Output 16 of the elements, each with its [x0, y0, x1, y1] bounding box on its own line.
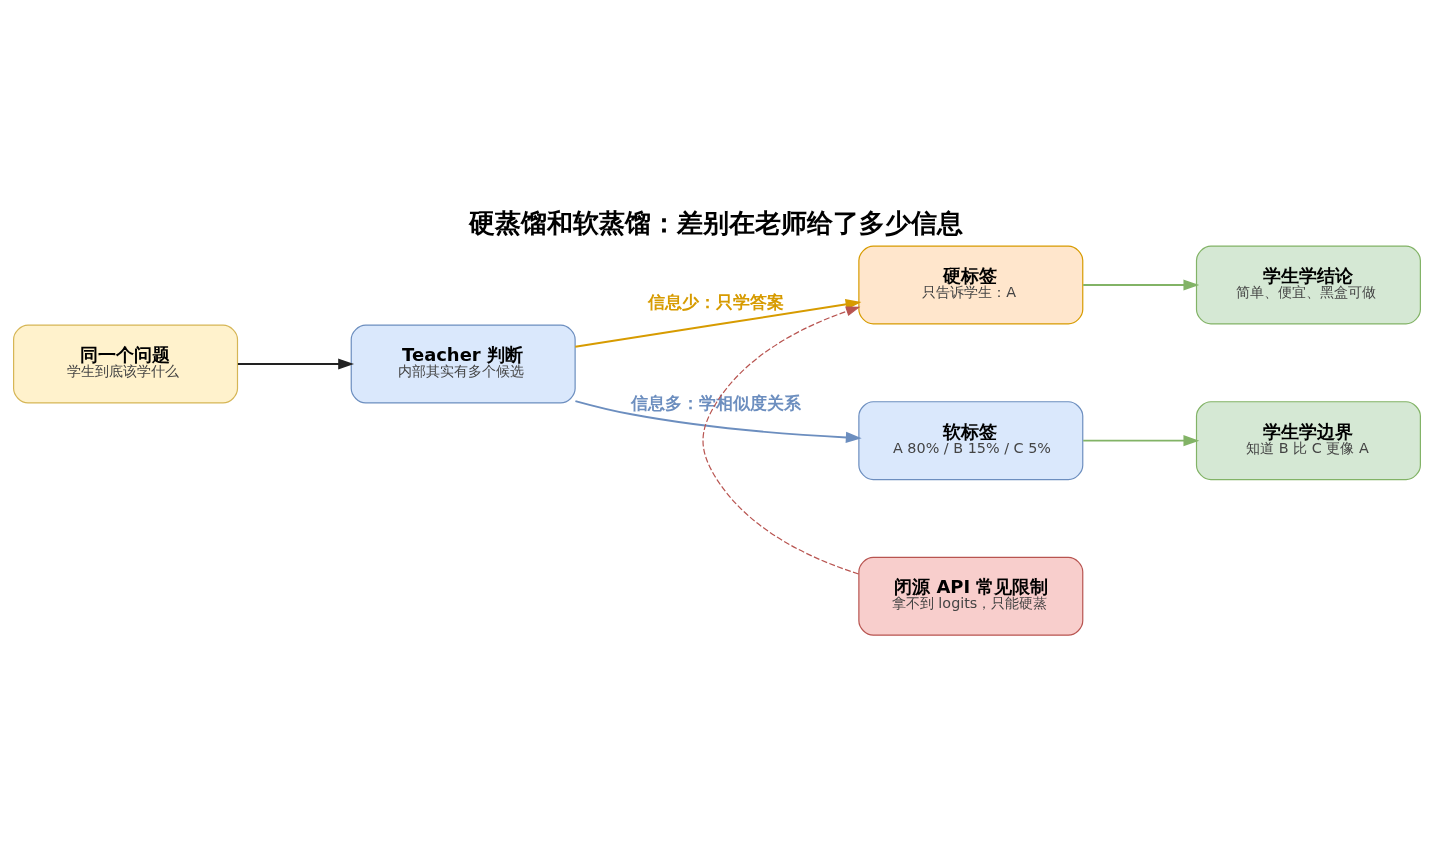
node-box: 同一个问题 学生到底该学什么	[13, 324, 239, 404]
arrow	[574, 298, 862, 348]
edge-label: 信息多：学相似度关系	[631, 392, 802, 413]
node-box: 软标签 A 80% / B 15% / C 5%	[858, 400, 1084, 480]
edge-label: 信息少：只学答案	[648, 291, 785, 312]
arrow	[236, 358, 355, 370]
node-box: 学生学结论 简单、便宜、黑盒可做	[1195, 245, 1421, 325]
diagram-title: 硬蒸馏和软蒸馏：差别在老师给了多少信息	[469, 207, 964, 238]
arrow	[702, 306, 861, 575]
node-box: 闭源 API 常见限制 拿不到 logits，只能硬蒸	[858, 556, 1084, 636]
arrow	[574, 399, 862, 443]
node-box: 硬标签 只告诉学生：A	[858, 245, 1084, 325]
node-box: Teacher 判断 内部其实有多个候选	[350, 324, 576, 404]
arrow	[1082, 434, 1200, 446]
node-box: 学生学边界 知道 B 比 C 更像 A	[1195, 400, 1421, 480]
arrow	[1082, 278, 1200, 291]
